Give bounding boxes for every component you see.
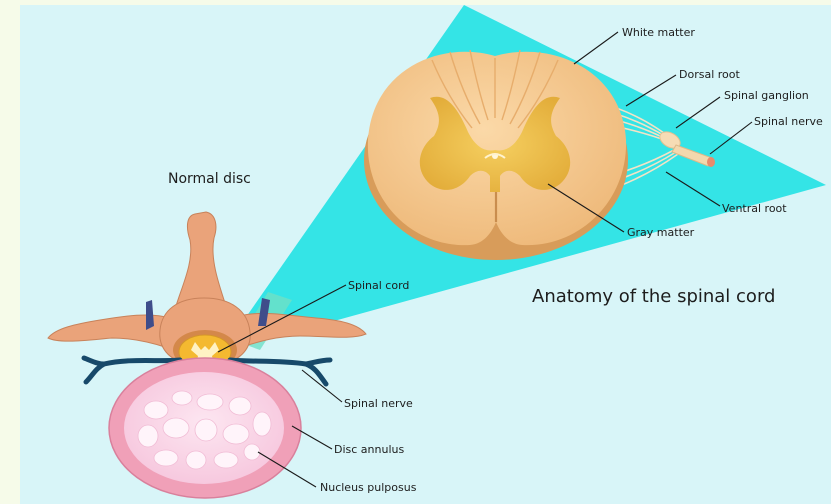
label-nucleus-pulposus: Nucleus pulposus <box>320 481 417 494</box>
title-normal-disc: Normal disc <box>168 171 251 187</box>
spinal-nerve-cut <box>707 157 715 167</box>
label-gray-matter: Gray matter <box>627 226 695 239</box>
label-spinal-ganglion: Spinal ganglion <box>724 89 809 102</box>
label-white-matter: White matter <box>622 26 695 39</box>
label-ventral-root: Ventral root <box>722 202 787 215</box>
label-disc-annulus: Disc annulus <box>334 443 404 456</box>
label-spinal-cord: Spinal cord <box>348 279 409 292</box>
label-dorsal-root: Dorsal root <box>679 68 740 81</box>
title-anatomy: Anatomy of the spinal cord <box>532 286 775 307</box>
label-spinal-nerve-cord: Spinal nerve <box>754 115 823 128</box>
label-spinal-nerve-disc: Spinal nerve <box>344 397 413 410</box>
